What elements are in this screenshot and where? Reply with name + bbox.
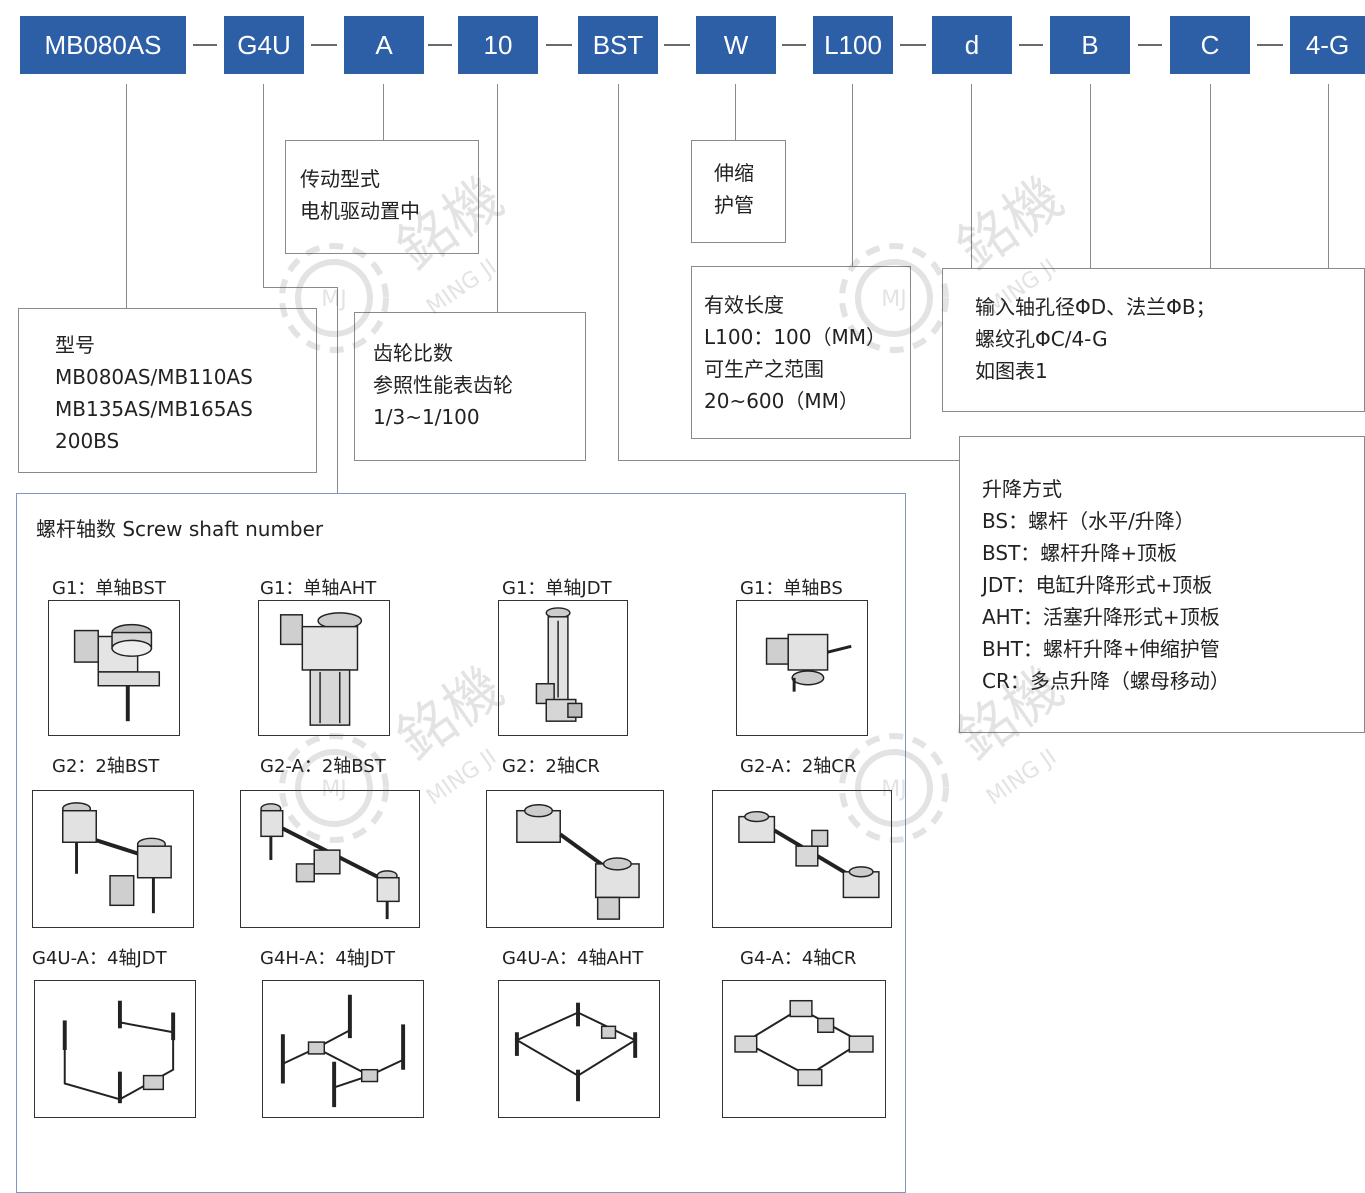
connector-line — [618, 460, 959, 461]
connector-line — [971, 84, 972, 268]
connector-line — [618, 84, 619, 460]
variant-caption: G1：单轴BST — [52, 578, 166, 599]
variant-caption: G4-A：4轴CR — [740, 948, 857, 969]
single-bst-illustration — [73, 623, 161, 722]
variant-image — [712, 790, 892, 928]
code-length: L100 — [813, 16, 893, 74]
variant-caption: G4U-A：4轴JDT — [32, 948, 167, 969]
connector-line — [852, 84, 853, 266]
variant-image — [722, 980, 886, 1118]
double-cr-illustration — [516, 804, 640, 920]
watermark-cn: 銘機 — [946, 165, 1075, 282]
ratio-description: 齿轮比数 参照性能表齿轮 1/3~1/100 — [354, 312, 586, 461]
variant-caption: G1：单轴BS — [740, 578, 843, 599]
variant-image — [486, 790, 664, 928]
variant-caption: G2-A：2轴CR — [740, 756, 857, 777]
variant-caption: G4U-A：4轴AHT — [502, 948, 644, 969]
variant-caption: G1：单轴AHT — [260, 578, 377, 599]
single-aht-illustration — [279, 612, 363, 726]
separator-dash — [428, 44, 452, 46]
code-shaft-number: G4U — [224, 16, 304, 74]
variant-image — [240, 790, 420, 928]
connector-line — [263, 287, 337, 288]
code-ratio: 10 — [458, 16, 538, 74]
code-lift-type: BST — [578, 16, 658, 74]
code-drive: A — [344, 16, 424, 74]
separator-dash — [1138, 44, 1162, 46]
separator-dash — [546, 44, 572, 46]
panel-title: 螺杆轴数 Screw shaft number — [36, 517, 324, 541]
variant-image — [48, 600, 180, 736]
model-description: 型号 MB080AS/MB110AS MB135AS/MB165AS 200BS — [18, 308, 317, 473]
quad-cr-illustration — [734, 999, 874, 1087]
variant-caption: G2-A：2轴BST — [260, 756, 386, 777]
separator-dash — [193, 44, 217, 46]
code-bellows: W — [696, 16, 776, 74]
connector-line — [497, 84, 498, 312]
watermark-en: MING JI — [982, 745, 1061, 811]
variant-image — [498, 600, 628, 736]
separator-dash — [1257, 44, 1283, 46]
variant-caption: G1：单轴JDT — [502, 578, 612, 599]
drive-description: 传动型式 电机驱动置中 — [285, 140, 479, 254]
watermark-en: MING JI — [422, 255, 501, 321]
double-cr-a-illustration — [738, 810, 880, 899]
variant-caption: G2：2轴BST — [52, 756, 160, 777]
holes-description: 输入轴孔径ΦD、法兰ΦB； 螺纹孔ΦC/4-G 如图表1 — [942, 268, 1365, 412]
single-jdt-illustration — [535, 607, 583, 722]
separator-dash — [664, 44, 690, 46]
code-model: MB080AS — [20, 16, 186, 74]
separator-dash — [900, 44, 926, 46]
connector-line — [735, 84, 736, 140]
code-input-shaft: d — [932, 16, 1012, 74]
variant-caption: G2：2轴CR — [502, 756, 600, 777]
length-description: 有效长度 L100：100（MM） 可生产之范围 20~600（MM） — [691, 266, 911, 439]
code-thread-count: 4-G — [1290, 16, 1365, 74]
connector-line — [263, 84, 264, 287]
code-thread-hole: C — [1170, 16, 1250, 74]
separator-dash — [311, 44, 337, 46]
variant-image — [32, 790, 194, 928]
variant-image — [34, 980, 196, 1118]
quad-jdt-h-illustration — [280, 994, 406, 1108]
variant-image — [498, 980, 660, 1118]
double-bst-illustration — [62, 802, 172, 914]
variant-caption: G4H-A：4轴JDT — [260, 948, 395, 969]
separator-dash — [782, 44, 806, 46]
variant-image — [736, 600, 868, 736]
quad-aht-u-illustration — [514, 1002, 638, 1102]
separator-dash — [1019, 44, 1043, 46]
connector-line — [383, 84, 384, 140]
connector-line — [337, 287, 338, 493]
single-bs-illustration — [765, 633, 852, 692]
variant-image — [262, 980, 424, 1118]
lift-type-description: 升降方式 BS：螺杆（水平/升降） BST：螺杆升降+顶板 JDT：电缸升降形式… — [959, 436, 1365, 733]
double-bst-a-illustration — [260, 803, 400, 920]
connector-line — [1090, 84, 1091, 268]
connector-line — [1210, 84, 1211, 268]
quad-jdt-u-illustration — [62, 1000, 176, 1104]
connector-line — [126, 84, 127, 308]
variant-image — [258, 600, 390, 736]
watermark-logo: MJ — [321, 287, 346, 312]
bellows-description: 伸缩 护管 — [691, 140, 786, 243]
code-flange: B — [1050, 16, 1130, 74]
connector-line — [1328, 84, 1329, 268]
